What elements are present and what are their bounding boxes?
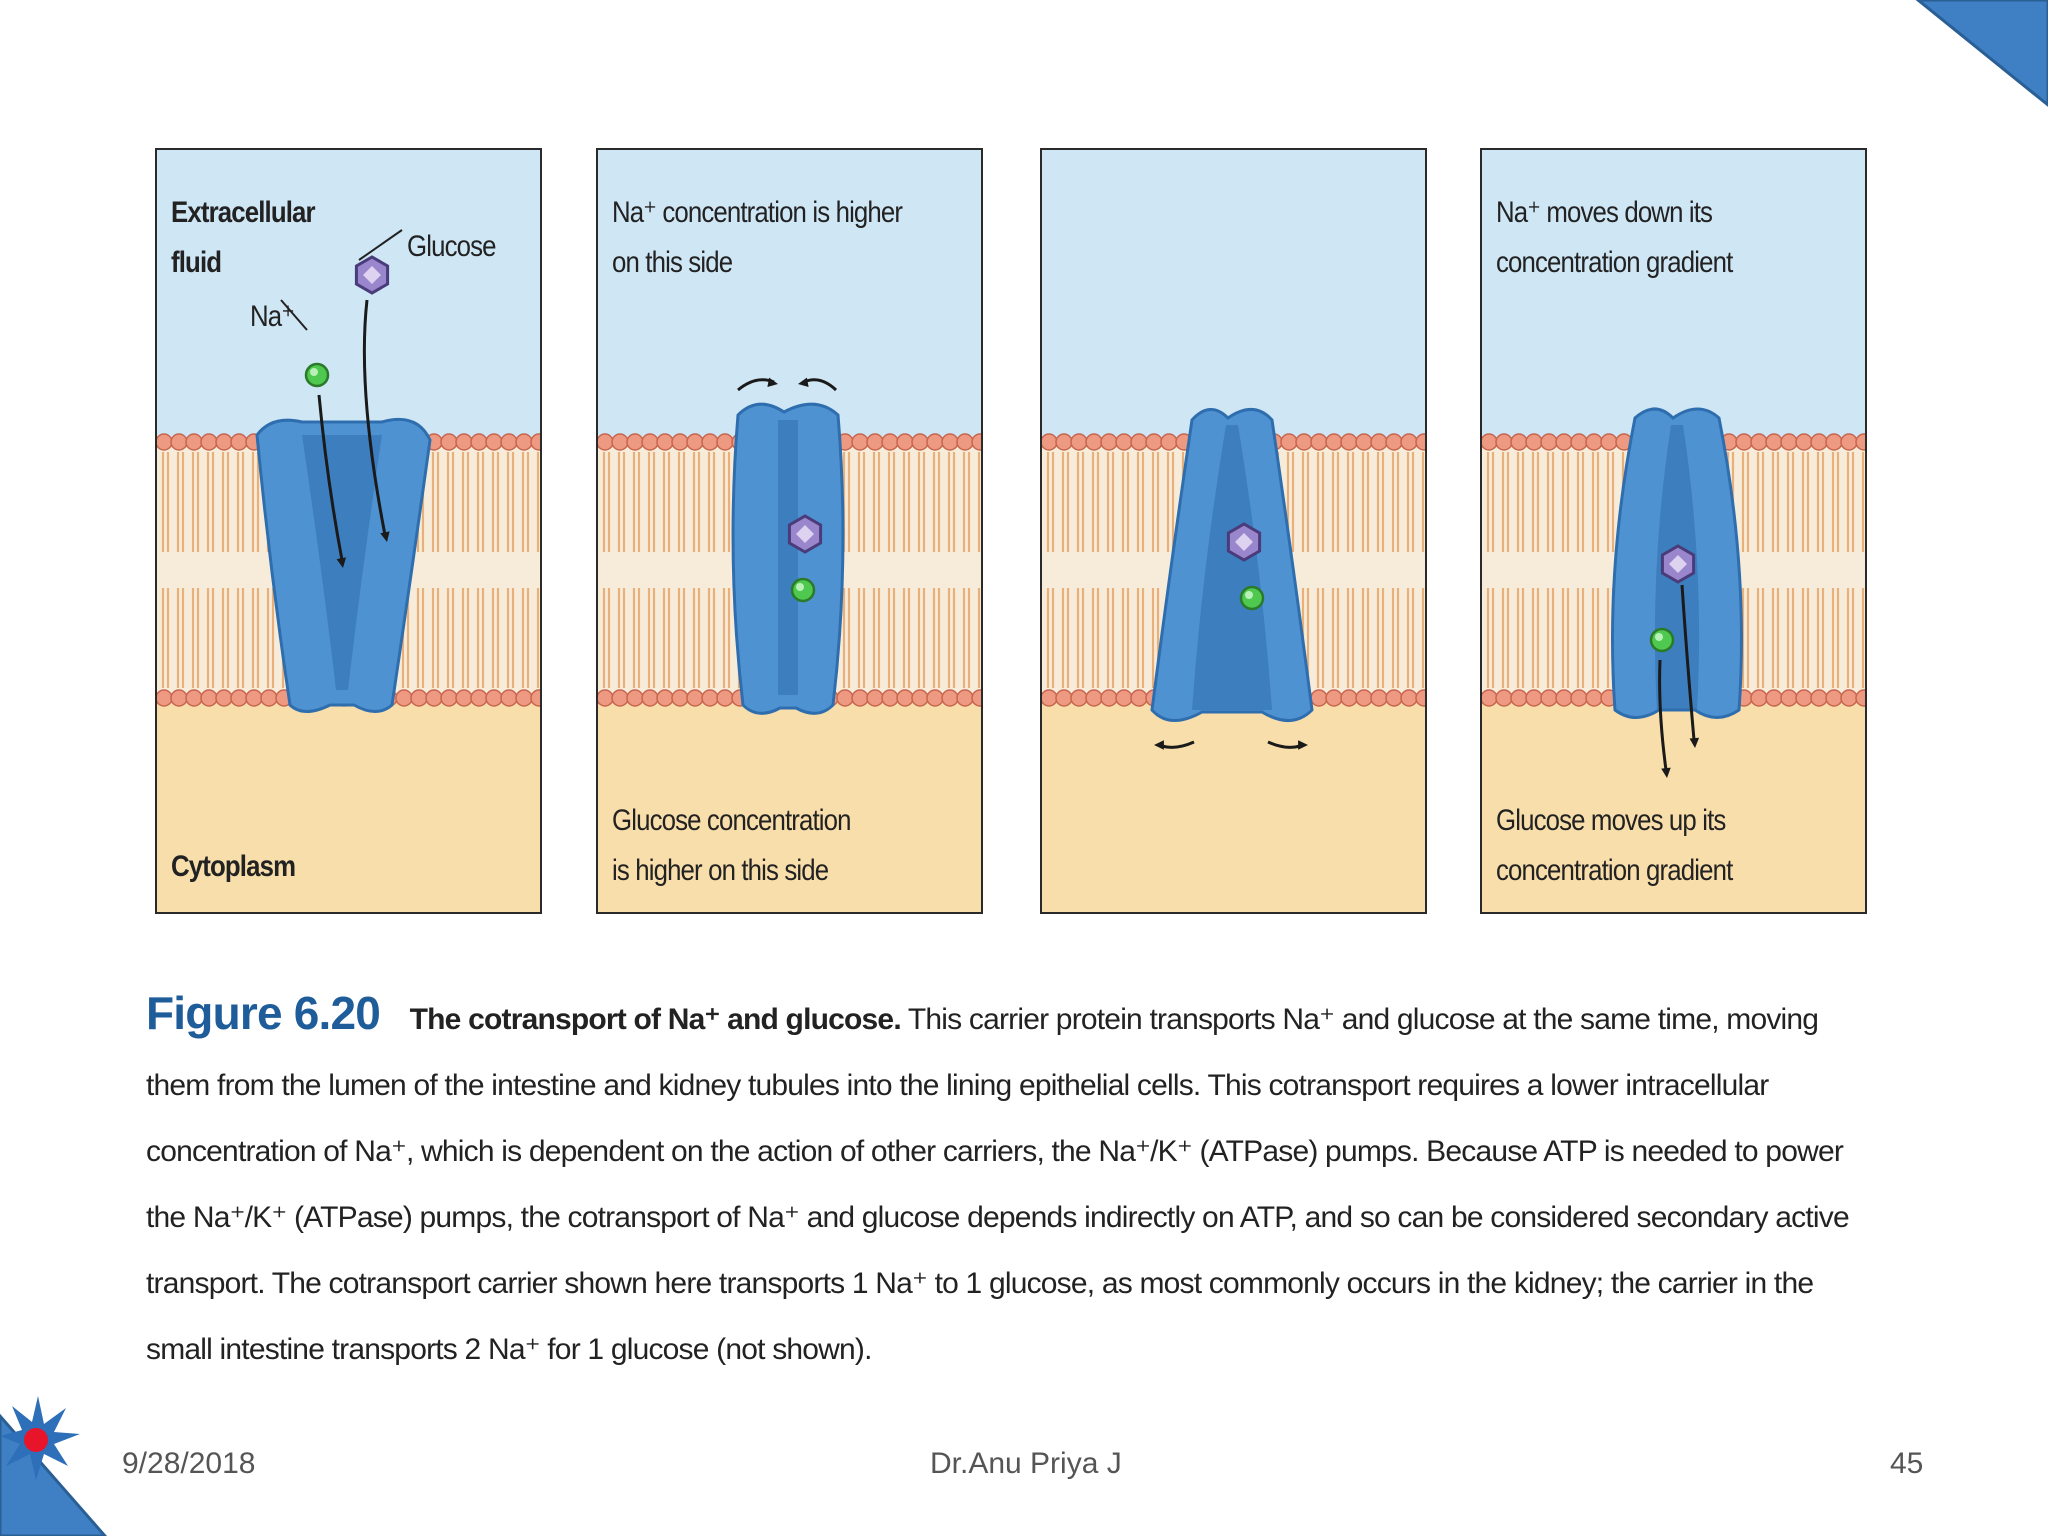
slide-author: Dr.Anu Priya J bbox=[930, 1447, 1122, 1480]
slide-number: 45 bbox=[1890, 1447, 1924, 1480]
figure-title: The cotransport of Na⁺ and glucose. bbox=[409, 1003, 902, 1036]
diagram-panel-4: Na⁺ moves down its concentration gradien… bbox=[1480, 148, 1867, 914]
corner-starburst-decoration bbox=[0, 1396, 107, 1536]
membrane-illustration bbox=[1042, 150, 1425, 912]
figure-number: Figure 6.20 bbox=[146, 987, 381, 1039]
diagram-panel-2: Na⁺ concentration is higher on this side… bbox=[596, 148, 983, 914]
glucose-label: Glucose bbox=[407, 230, 496, 263]
figure-body: This carrier protein transports Na⁺ and … bbox=[146, 1003, 1850, 1366]
slide-date: 9/28/2018 bbox=[122, 1447, 256, 1480]
diagram-panel-3 bbox=[1040, 148, 1427, 914]
figure-caption: Figure 6.20 The cotransport of Na⁺ and g… bbox=[146, 980, 1866, 1383]
panel-1-top-label: Extracellular fluid bbox=[171, 196, 316, 279]
sodium-label: Na⁺ bbox=[250, 300, 295, 333]
diagram-panel-1: Extracellular fluid Cytoplasm Glucose Na… bbox=[155, 148, 542, 914]
panel-4-bottom-label: Glucose moves up its concentration gradi… bbox=[1496, 804, 1733, 887]
corner-triangle-decoration bbox=[1915, 0, 2048, 107]
membrane-illustration bbox=[598, 150, 981, 912]
membrane-illustration bbox=[157, 150, 540, 912]
panel-2-top-label: Na⁺ concentration is higher on this side bbox=[612, 196, 903, 279]
panel-4-top-label: Na⁺ moves down its concentration gradien… bbox=[1496, 196, 1733, 279]
membrane-illustration bbox=[1482, 150, 1865, 912]
panel-2-bottom-label: Glucose concentration is higher on this … bbox=[612, 804, 852, 887]
panel-1-bottom-label: Cytoplasm bbox=[171, 850, 296, 883]
